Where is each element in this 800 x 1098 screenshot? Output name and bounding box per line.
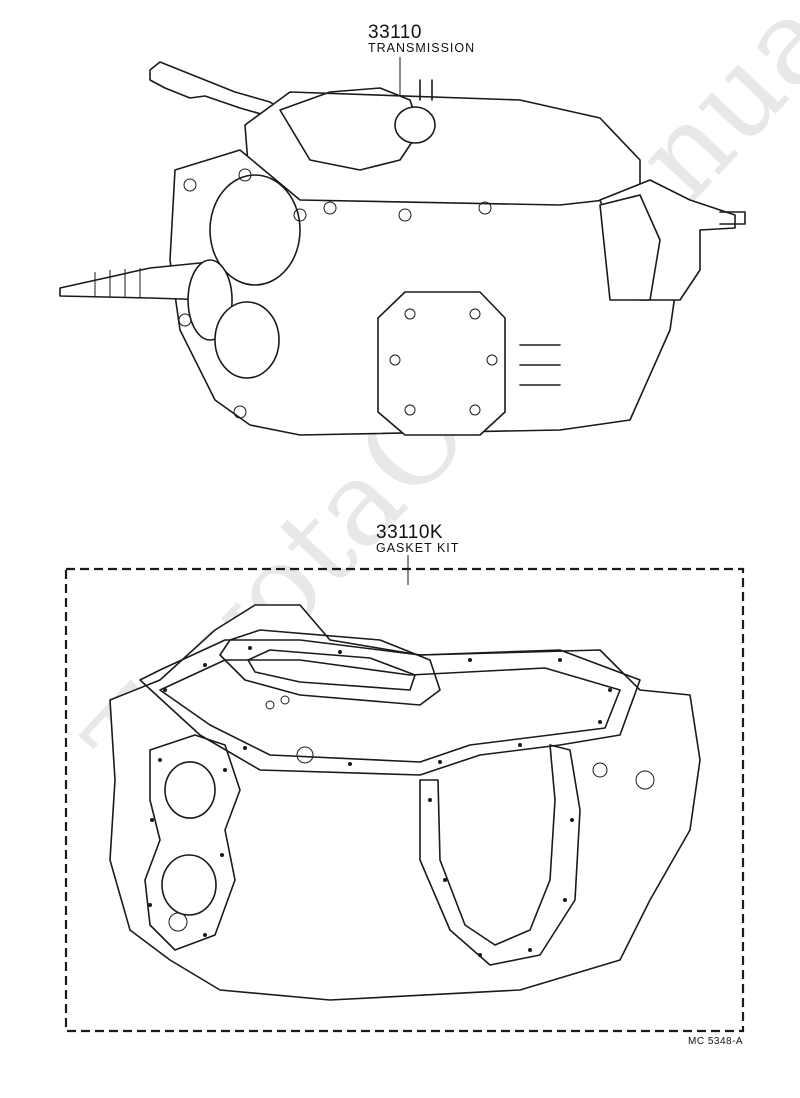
diagram-code: MC 5348-A [688, 1036, 744, 1047]
transmission-part-number: 33110 [368, 22, 422, 43]
gasket-kit-part-name: GASKET KIT [376, 541, 460, 555]
transmission-drawing [59, 57, 746, 436]
gasket-kit-part-number: 33110K [376, 522, 444, 543]
gasket-kit-drawing [64, 555, 745, 1033]
transmission-part-name: TRANSMISSION [368, 41, 476, 55]
